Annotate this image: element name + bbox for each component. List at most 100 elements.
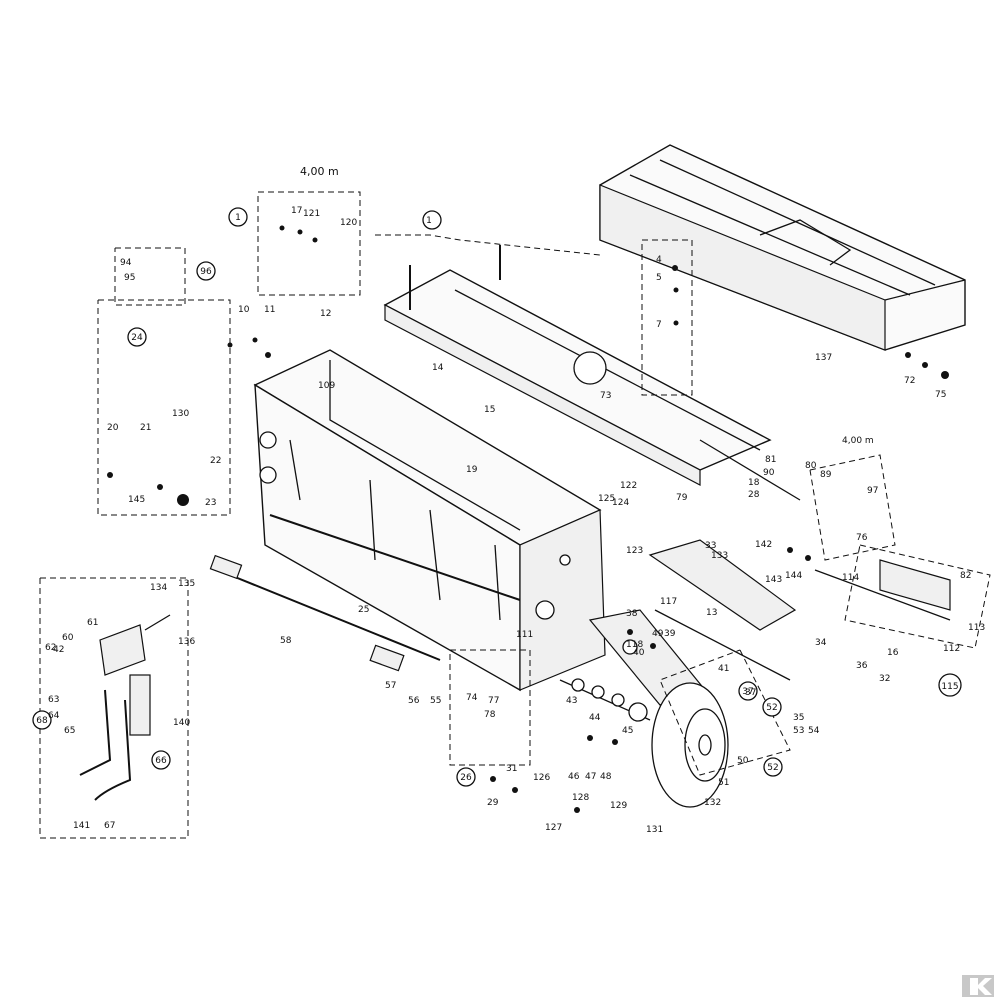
part-label: 10 xyxy=(238,305,250,315)
part-label: 34 xyxy=(815,638,827,648)
part-label: 75 xyxy=(935,390,946,400)
brand-logo xyxy=(962,975,994,997)
top-cover-137 xyxy=(599,144,966,351)
part-label: 73 xyxy=(600,391,611,401)
part-label: 133 xyxy=(711,551,728,561)
callout-label: 1 xyxy=(235,213,241,223)
part-label: 29 xyxy=(487,798,499,808)
part-label: 37 xyxy=(745,688,756,698)
part-label: 4 xyxy=(656,255,662,265)
part-label: 136 xyxy=(178,637,195,647)
part-label: 41 xyxy=(718,664,729,674)
main-hopper-body xyxy=(253,349,606,692)
part-label: 141 xyxy=(73,821,90,831)
part-label: 134 xyxy=(150,583,167,593)
part-label: 14 xyxy=(432,363,444,373)
part-label: 143 xyxy=(765,575,782,585)
part-label: 40 xyxy=(633,648,645,658)
part-label: 132 xyxy=(704,798,721,808)
part-label: 72 xyxy=(904,376,915,386)
part-label: 109 xyxy=(318,381,335,391)
upper-lid xyxy=(383,245,772,486)
part-label: 16 xyxy=(887,648,899,658)
part-label: 142 xyxy=(755,540,772,550)
part-label: 145 xyxy=(128,495,145,505)
part-label: 23 xyxy=(205,498,216,508)
part-label: 57 xyxy=(385,681,396,691)
part-label: 117 xyxy=(660,597,677,607)
part-label: 113 xyxy=(968,623,985,633)
part-label: 20 xyxy=(107,423,119,433)
part-label: 82 xyxy=(960,571,971,581)
shaft-58 xyxy=(209,514,521,672)
part-label: 122 xyxy=(620,481,637,491)
part-label: 12 xyxy=(320,309,331,319)
part-label: 123 xyxy=(626,546,643,556)
part-label: 44 xyxy=(589,713,601,723)
part-label: 126 xyxy=(533,773,550,783)
part-label: 125 xyxy=(598,494,615,504)
part-label: 128 xyxy=(572,793,589,803)
part-labels: 4,00 m 4,00 m 1 4 5 7 10 11 12 13 14 15 … xyxy=(36,165,985,835)
part-label: 90 xyxy=(763,468,775,478)
part-label: 11 xyxy=(264,305,275,315)
part-label: 43 xyxy=(566,696,577,706)
part-label: 112 xyxy=(943,644,960,654)
part-label: 49 xyxy=(652,629,664,639)
part-label: 51 xyxy=(718,778,729,788)
part-label: 39 xyxy=(664,629,676,639)
wheel-50 xyxy=(559,678,729,808)
part-label: 62 xyxy=(45,643,56,653)
part-label: 25 xyxy=(358,605,369,615)
part-label: 63 xyxy=(48,695,59,705)
agitator-assembly xyxy=(588,439,951,706)
part-label: 65 xyxy=(64,726,75,736)
part-label: 22 xyxy=(210,456,221,466)
part-label: 135 xyxy=(178,579,195,589)
part-label: 130 xyxy=(172,409,189,419)
part-label: 89 xyxy=(820,470,832,480)
part-label: 17 xyxy=(291,206,302,216)
part-label: 79 xyxy=(676,493,688,503)
part-label: 76 xyxy=(856,533,868,543)
dimension-label-right: 4,00 m xyxy=(842,436,874,446)
part-label: 50 xyxy=(737,756,749,766)
part-label: 13 xyxy=(706,608,717,618)
part-label: 5 xyxy=(656,273,662,283)
part-label: 7 xyxy=(656,320,662,330)
part-label: 38 xyxy=(626,609,638,619)
dimension-label-top: 4,00 m xyxy=(300,165,339,178)
callout-label: 52 xyxy=(766,703,777,713)
part-label: 56 xyxy=(408,696,420,706)
part-label: 80 xyxy=(805,461,817,471)
part-label: 45 xyxy=(622,726,633,736)
part-label: 127 xyxy=(545,823,562,833)
part-label: 95 xyxy=(124,273,135,283)
part-label: 48 xyxy=(600,772,612,782)
part-label: 144 xyxy=(785,571,802,581)
part-label: 58 xyxy=(280,636,292,646)
part-label: 52 xyxy=(767,763,778,773)
part-label: 33 xyxy=(705,541,716,551)
part-label: 54 xyxy=(808,726,820,736)
part-label: 120 xyxy=(340,218,357,228)
part-label: 53 xyxy=(793,726,804,736)
part-label: 1 xyxy=(426,216,432,226)
part-label: 18 xyxy=(748,478,760,488)
part-label: 61 xyxy=(87,618,98,628)
part-label: 97 xyxy=(867,486,878,496)
hardware-dots xyxy=(107,225,949,813)
part-label: 94 xyxy=(120,258,132,268)
part-label: 131 xyxy=(646,825,663,835)
part-label: 67 xyxy=(104,821,115,831)
part-label: 21 xyxy=(140,423,151,433)
part-label: 36 xyxy=(856,661,868,671)
part-label: 77 xyxy=(488,696,499,706)
part-label: 115 xyxy=(941,682,958,692)
part-label: 68 xyxy=(36,716,48,726)
part-label: 32 xyxy=(879,674,890,684)
part-label: 47 xyxy=(585,772,596,782)
part-label: 118 xyxy=(626,640,643,650)
part-label: 96 xyxy=(200,267,212,277)
